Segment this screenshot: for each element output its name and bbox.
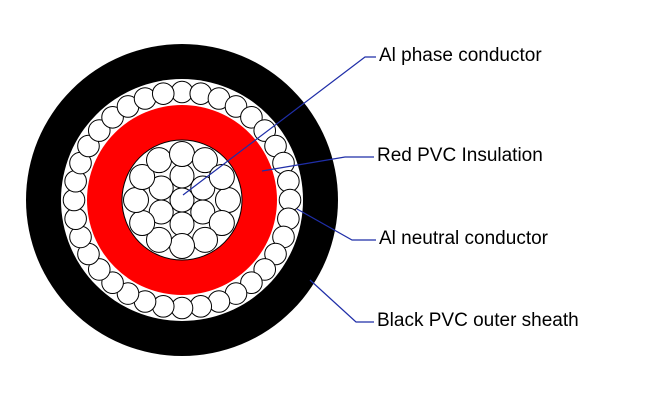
label-neutral-conductor: Al neutral conductor bbox=[379, 228, 548, 249]
neutral-wire bbox=[240, 271, 263, 295]
core-strand bbox=[169, 211, 195, 237]
core-strand bbox=[208, 210, 235, 236]
core-strand bbox=[169, 187, 195, 213]
core-strand bbox=[215, 187, 241, 213]
core-strand bbox=[208, 164, 235, 190]
neutral-wire bbox=[62, 188, 86, 212]
leader-line-phase bbox=[182, 56, 376, 196]
core-strand bbox=[123, 187, 149, 213]
neutral-wire bbox=[116, 282, 140, 305]
neutral-wire bbox=[101, 105, 124, 129]
neutral-wire bbox=[189, 295, 213, 318]
leader-line-insulation bbox=[261, 156, 374, 172]
leader-line-sheath bbox=[309, 279, 374, 323]
core-strand bbox=[148, 175, 174, 201]
phase-conductor-strands bbox=[123, 141, 241, 259]
core-strand bbox=[169, 163, 195, 189]
neutral-wire bbox=[151, 82, 175, 105]
neutral-wire bbox=[277, 169, 300, 193]
neutral-wire bbox=[264, 242, 287, 266]
neutral-wire bbox=[77, 134, 100, 158]
leader-line-neutral bbox=[296, 208, 376, 241]
neutral-wire bbox=[64, 207, 87, 231]
neutral-wire-ring bbox=[62, 80, 302, 320]
core-strand bbox=[129, 164, 156, 190]
core-strand bbox=[169, 233, 195, 259]
core-strand bbox=[190, 175, 216, 201]
neutral-wire bbox=[224, 95, 248, 118]
label-insulation: Red PVC Insulation bbox=[377, 145, 543, 166]
neutral-wire bbox=[253, 119, 277, 142]
neutral-wire bbox=[278, 188, 302, 212]
label-outer-sheath: Black PVC outer sheath bbox=[377, 310, 579, 331]
label-phase-conductor: Al phase conductor bbox=[379, 45, 542, 66]
core-strand bbox=[169, 141, 195, 167]
neutral-wire bbox=[170, 80, 194, 104]
core-strand bbox=[146, 147, 172, 174]
core-strand bbox=[129, 210, 156, 236]
neutral-wire bbox=[170, 296, 194, 320]
neutral-wire bbox=[87, 258, 111, 281]
core-strand bbox=[146, 226, 172, 253]
core-strand bbox=[192, 226, 218, 253]
core-strand bbox=[192, 147, 218, 174]
